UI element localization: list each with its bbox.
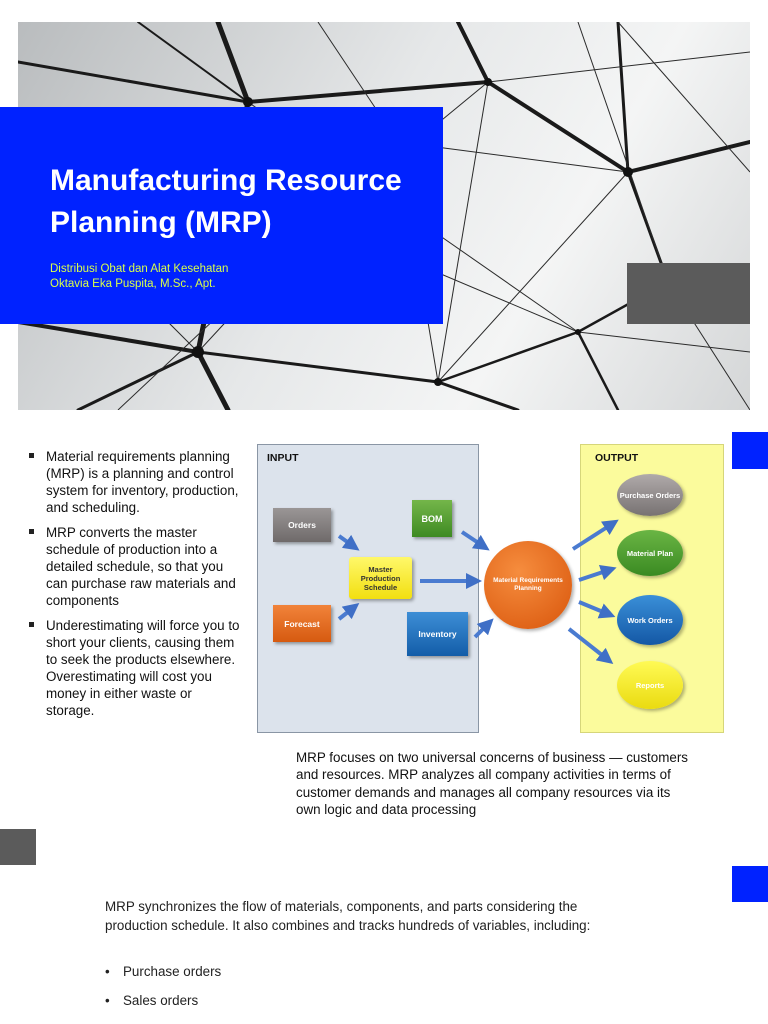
author-subtitle: Oktavia Eka Puspita, M.Sc., Apt. — [50, 278, 216, 290]
slide-title: Manufacturing Resource Planning (MRP) — [50, 164, 402, 239]
bullet-item: MRP converts the master schedule of prod… — [27, 524, 242, 609]
decorative-grey-block — [627, 263, 750, 324]
list-item: Sales orders — [105, 991, 505, 1020]
output-label: OUTPUT — [595, 452, 639, 464]
reports-circle: Reports — [617, 661, 683, 709]
mrp-circle: Material Requirements Planning — [484, 541, 572, 629]
arrow-mrp-to-reports — [567, 627, 614, 664]
square-bullet-icon — [29, 453, 34, 458]
decorative-grey-block — [0, 829, 36, 865]
arrow-forecast-to-mps — [337, 603, 360, 621]
title-banner — [0, 107, 443, 324]
arrow-mrp-to-po — [571, 519, 619, 551]
material-plan-circle: Material Plan — [617, 530, 683, 576]
diagram-arrows — [337, 519, 619, 664]
square-bullet-icon — [29, 529, 34, 534]
bom-box: BOM — [412, 500, 452, 537]
arrow-orders-to-mps — [337, 534, 360, 551]
arrow-inventory-to-mrp — [473, 618, 494, 639]
square-bullet-icon — [29, 622, 34, 627]
decorative-blue-square — [732, 432, 768, 469]
arrow-mrp-to-wo — [578, 600, 616, 619]
list-item: Purchase orders — [105, 962, 505, 991]
bullet-item: Underestimating will force you to short … — [27, 617, 242, 719]
mrp-bullet-list: Material requirements planning (MRP) is … — [27, 448, 242, 727]
input-label: INPUT — [267, 452, 299, 464]
bullet-text: MRP converts the master schedule of prod… — [46, 525, 236, 608]
mrp-sync-paragraph: MRP synchronizes the flow of materials, … — [105, 899, 591, 933]
purchase-orders-circle: Purchase Orders — [617, 474, 683, 516]
decorative-blue-square — [732, 866, 768, 902]
mrp-diagram: INPUT OUTPUT Orders Forecast Master Prod… — [257, 444, 727, 734]
forecast-box: Forecast — [273, 605, 331, 642]
arrow-bom-to-mrp — [460, 530, 490, 551]
work-orders-circle: Work Orders — [617, 595, 683, 645]
bullet-text: Underestimating will force you to short … — [46, 618, 240, 718]
mrp-focus-paragraph: MRP focuses on two universal concerns of… — [296, 750, 688, 818]
course-subtitle: Distribusi Obat dan Alat Kesehatan — [50, 263, 229, 275]
orders-box: Orders — [273, 508, 331, 542]
master-production-schedule-box: Master Production Schedule — [349, 557, 412, 599]
bullet-item: Material requirements planning (MRP) is … — [27, 448, 242, 516]
inventory-box: Inventory — [407, 612, 468, 656]
bullet-text: Material requirements planning (MRP) is … — [46, 449, 239, 515]
variables-list: Purchase orders Sales orders — [105, 962, 505, 1020]
arrow-mrp-to-mp — [578, 564, 617, 582]
